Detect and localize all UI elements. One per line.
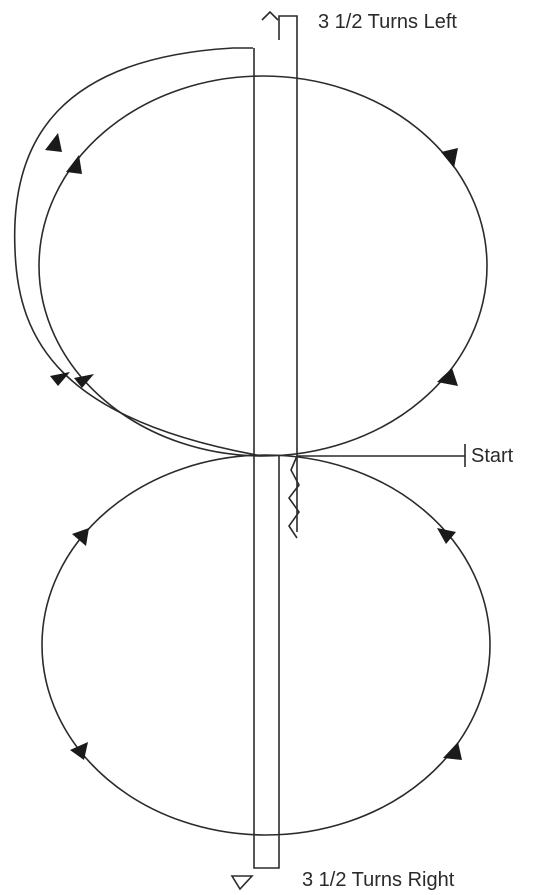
- start-label: Start: [471, 445, 514, 467]
- arrow-icon: [441, 148, 458, 168]
- bottom-end-marker: [230, 875, 254, 891]
- arrow-icon: [437, 528, 456, 544]
- lower-loop: [41, 454, 491, 836]
- turns-left-label: 3 1/2 Turns Left: [318, 11, 457, 33]
- upper-loop: [38, 75, 488, 457]
- arrow-icon: [66, 155, 82, 174]
- right-vertical-strip: [278, 15, 298, 532]
- arrow-icon: [443, 742, 462, 760]
- arrow-icon: [70, 742, 88, 760]
- arrow-icon: [74, 374, 94, 388]
- zigzag-mark: [288, 455, 300, 539]
- left-vertical-strip: [253, 48, 280, 869]
- arrow-icon: [437, 368, 458, 386]
- arrow-icon: [45, 133, 62, 152]
- arrow-icon: [72, 528, 89, 546]
- upper-outer-arc: [13, 47, 263, 457]
- arrow-icon: [50, 372, 70, 386]
- turns-right-label: 3 1/2 Turns Right: [302, 869, 455, 891]
- top-end-marker: [261, 10, 279, 21]
